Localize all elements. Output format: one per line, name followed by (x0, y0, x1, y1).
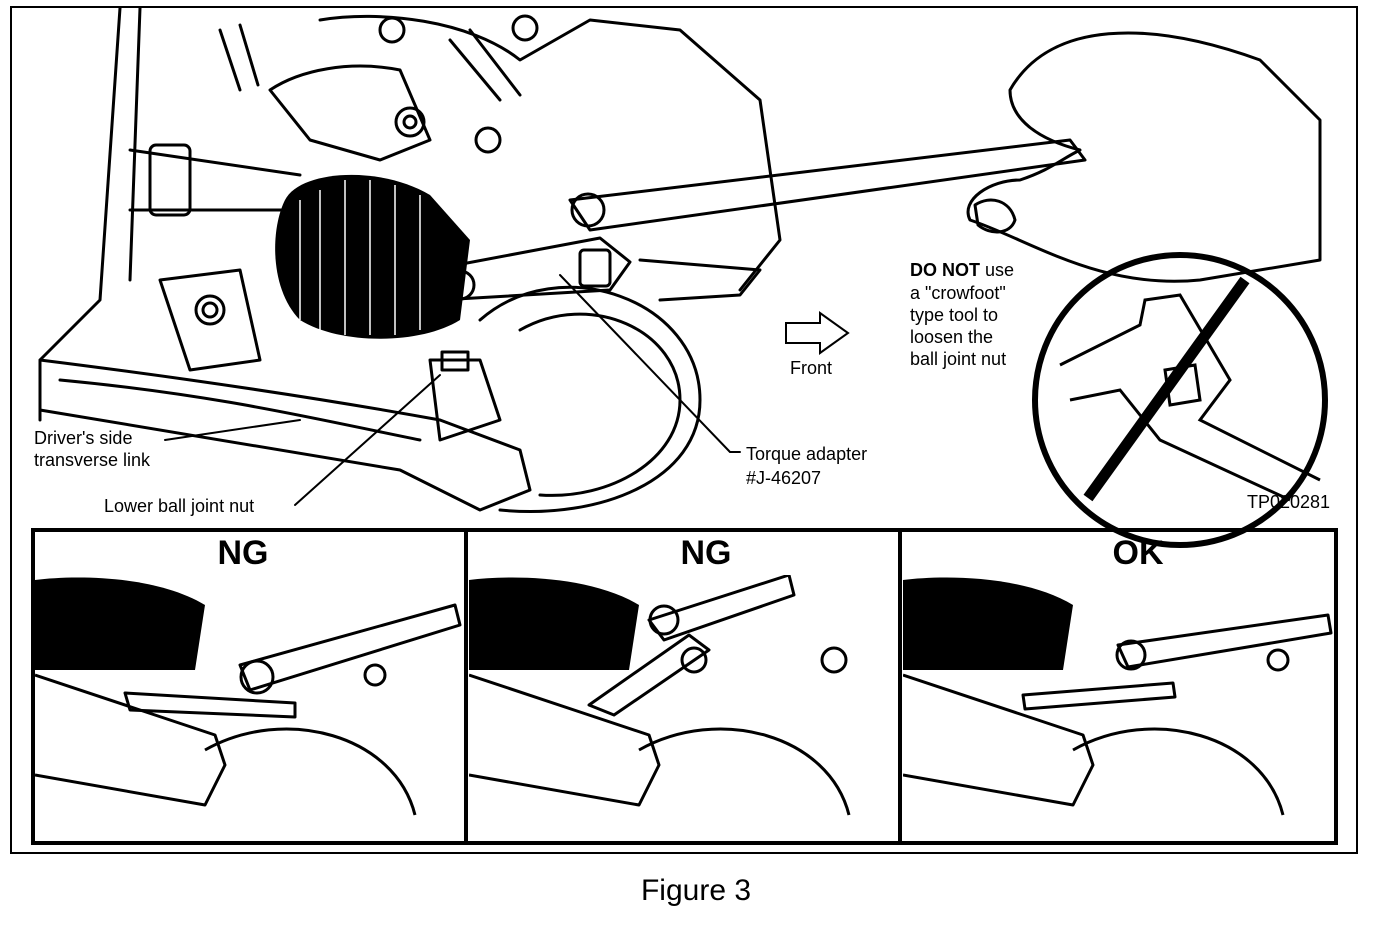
knuckle (318, 14, 782, 292)
body-frame-line (38, 6, 122, 422)
leader-ball-joint-nut (294, 374, 441, 506)
panel-title-3: OK (1112, 534, 1164, 572)
label-torque-adapter-line2: #J-46207 (746, 468, 822, 488)
label-drivers-side-line2: transverse link (34, 450, 151, 470)
label-lower-ball-joint-nut: Lower ball joint nut (104, 496, 255, 516)
leader-torque-adapter (559, 274, 741, 453)
warning-line3: type tool to (910, 305, 999, 325)
warning-rest: use (980, 260, 1015, 280)
warning-bold: DO NOT (910, 260, 980, 280)
panel-ng-2-illustration (469, 575, 851, 816)
hand (966, 31, 1322, 283)
figure-caption: Figure 3 (640, 874, 752, 907)
panel-ok-illustration (903, 577, 1333, 816)
label-torque-adapter-line1: Torque adapter (746, 444, 868, 464)
figure-frame (10, 6, 1358, 854)
label-front: Front (790, 358, 833, 378)
front-arrow (785, 311, 850, 355)
crowfoot-prohibited (1032, 252, 1328, 548)
warning-line2: a "crowfoot" (910, 283, 1006, 303)
breaker-bar (568, 138, 1087, 232)
cv-boot (275, 174, 470, 339)
panel-title-1: NG (217, 534, 269, 572)
warning-line5: ball joint nut (910, 349, 1007, 369)
panel-borders (31, 528, 1338, 845)
panel-ng-1-illustration (35, 577, 462, 816)
brake-disc (478, 285, 702, 513)
panel-title-2: NG (680, 534, 732, 572)
warning-line1: DO NOT use (910, 260, 1014, 281)
warning-line4: loosen the (910, 327, 994, 347)
leader-transverse-link (164, 419, 301, 441)
drive-shaft (128, 148, 302, 212)
ball-joint (428, 358, 502, 442)
figure-code: TP020281 (1247, 492, 1331, 512)
label-drivers-side-line1: Driver's side (34, 428, 133, 448)
bracket (158, 268, 262, 372)
